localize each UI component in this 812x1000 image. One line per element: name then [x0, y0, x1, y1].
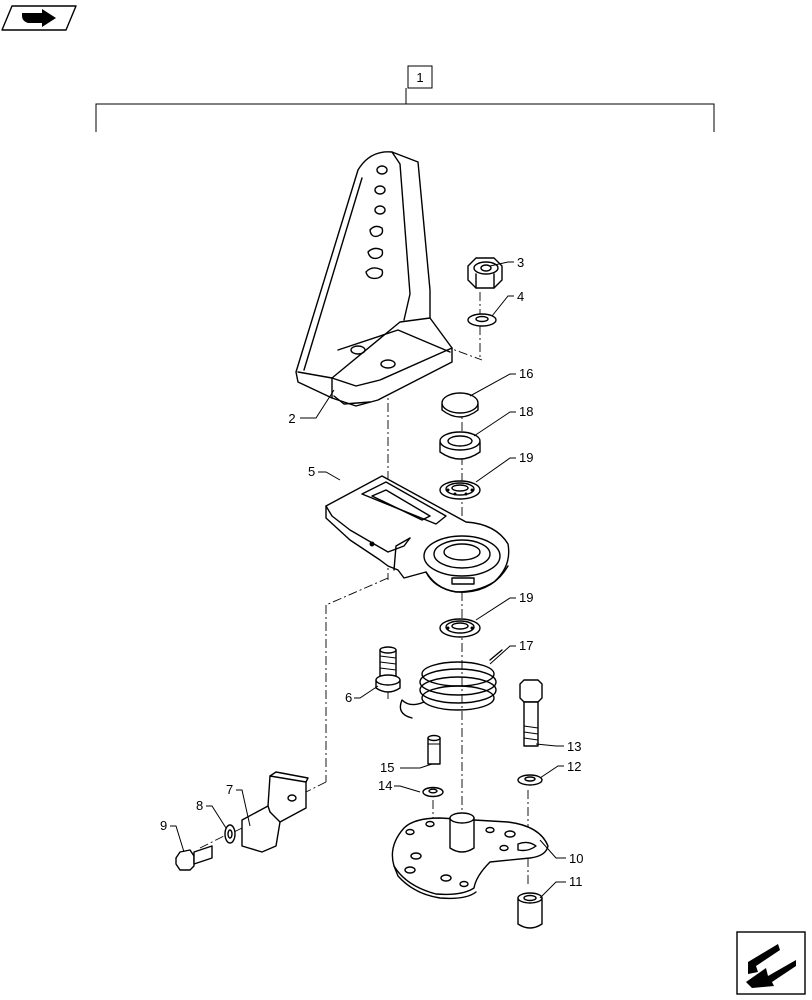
upper-bracket-part: [295, 151, 453, 407]
base-plate-part: [391, 812, 549, 900]
callout-18: 18: [519, 404, 533, 419]
callout-16: 16: [519, 366, 533, 381]
callout-10: 10: [569, 851, 583, 866]
small-bolt-part: [175, 845, 213, 871]
callout-12: 12: [567, 759, 581, 774]
pin-part: [427, 734, 441, 765]
angle-bracket-part: [241, 771, 309, 853]
callout-4: 4: [517, 289, 524, 304]
callout-6: 6: [345, 690, 352, 705]
callout-9: 9: [160, 818, 167, 833]
book-arrow-icon[interactable]: [1, 5, 77, 31]
bearing-part-lower: [439, 618, 481, 638]
callout-15: 15: [380, 760, 394, 775]
hex-bolt-part: [519, 679, 543, 747]
torsion-spring-part: [399, 649, 503, 719]
callout-19-upper: 19: [519, 450, 533, 465]
callout-14: 14: [378, 778, 392, 793]
callout-17: 17: [519, 638, 533, 653]
washer-part-14: [422, 786, 444, 798]
washer-part-8: [224, 824, 236, 844]
next-page-arrow-icon[interactable]: [736, 931, 806, 995]
bushing-part: [439, 431, 481, 460]
assembly-bracket: 1: [95, 65, 715, 132]
callout-19-lower: 19: [519, 590, 533, 605]
callout-13: 13: [567, 739, 581, 754]
lock-nut-part: [467, 257, 503, 289]
swivel-arm-part: [325, 475, 510, 593]
cap-part: [441, 392, 479, 418]
washer-part-12: [517, 774, 543, 786]
callout-labels: 2 3 4 16 18 19 5 19 17 6 13 12 15 14 10 …: [160, 255, 583, 889]
callout-leaders: [170, 261, 566, 899]
assembly-callout: 1: [416, 70, 423, 85]
callout-7: 7: [226, 782, 233, 797]
callout-5: 5: [308, 464, 315, 479]
bearing-part-upper: [439, 480, 481, 500]
shoulder-bolt-part: [375, 646, 401, 693]
callout-11: 11: [569, 874, 583, 889]
spacer-tube-part: [517, 892, 543, 929]
callout-2: 2: [288, 411, 295, 426]
callout-3: 3: [517, 255, 524, 270]
washer-part-4: [467, 313, 497, 327]
callout-8: 8: [196, 798, 203, 813]
